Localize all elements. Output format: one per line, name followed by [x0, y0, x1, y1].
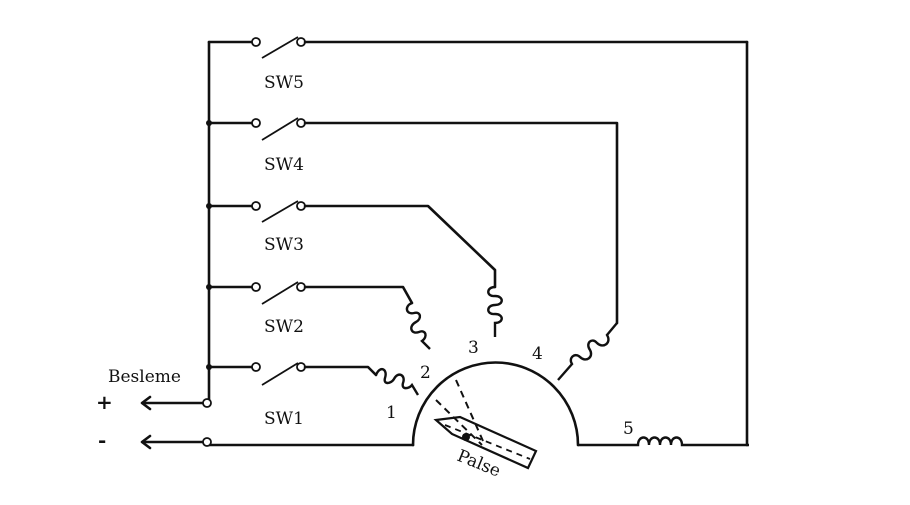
sw5-label: SW5 [264, 73, 304, 93]
winding-5-coil [578, 436, 749, 447]
sw4-label: SW4 [264, 155, 304, 175]
winding-1-coil [374, 367, 420, 396]
winding-4-label: 4 [532, 344, 543, 364]
winding-1-label: 1 [386, 403, 397, 423]
switch-sw5[interactable] [207, 36, 749, 59]
winding-3-coil [487, 285, 503, 337]
supply-label: Besleme [108, 367, 181, 387]
rotor-pointer [433, 379, 538, 470]
winding-3-label: 3 [468, 338, 479, 358]
winding-2-coil [405, 301, 431, 350]
switch-sw3[interactable] [207, 200, 497, 289]
negative-sign: - [98, 428, 106, 452]
switch-sw2[interactable] [207, 281, 414, 305]
switch-sw4[interactable] [207, 117, 619, 325]
positive-terminal [140, 395, 212, 411]
winding-2-label: 2 [420, 363, 431, 383]
positive-sign: + [96, 390, 113, 414]
winding-5-label: 5 [623, 419, 634, 439]
switch-sw1[interactable] [207, 362, 378, 386]
sw1-label: SW1 [264, 409, 304, 429]
stator-semicircle [411, 361, 580, 447]
winding-4-coil [557, 322, 618, 381]
sw3-label: SW3 [264, 235, 304, 255]
negative-terminal [140, 434, 212, 450]
sw2-label: SW2 [264, 317, 304, 337]
